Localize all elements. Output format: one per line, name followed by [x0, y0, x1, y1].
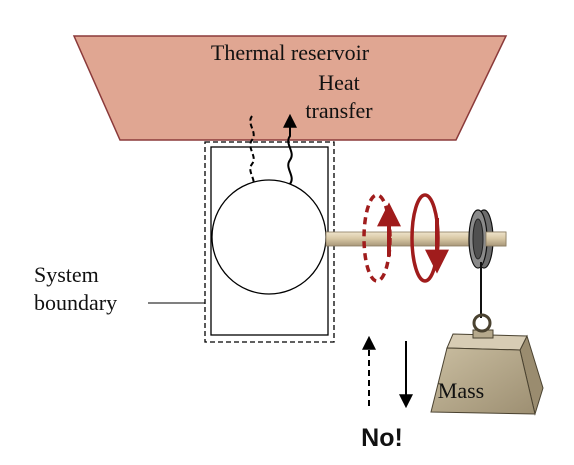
shaft-assembly [325, 209, 507, 318]
system [204, 141, 335, 343]
system-label-line2: boundary [34, 290, 117, 315]
heat-in-wavy-arrow [244, 115, 259, 211]
rotation-arrows [362, 193, 449, 283]
mass-front-face [430, 347, 536, 415]
heat-transfer-label-line1: Heat [318, 70, 360, 95]
mass-hook-ring [472, 313, 492, 333]
system-boundary-callout: System boundary [34, 262, 205, 315]
thermal-reservoir: Thermal reservoir Heat transfer [72, 35, 508, 141]
pulley-groove [472, 218, 484, 260]
mass-label: Mass [438, 378, 484, 403]
mass: Mass [430, 313, 544, 416]
system-label-line1: System [34, 262, 99, 287]
no-label: No! [361, 424, 403, 452]
motion-arrows: No! [361, 335, 413, 452]
reservoir-shape [72, 35, 508, 141]
device-wheel [211, 179, 327, 295]
reservoir-label: Thermal reservoir [211, 40, 370, 65]
shaft-end [485, 231, 507, 247]
heat-transfer-label-line2: transfer [305, 98, 373, 123]
